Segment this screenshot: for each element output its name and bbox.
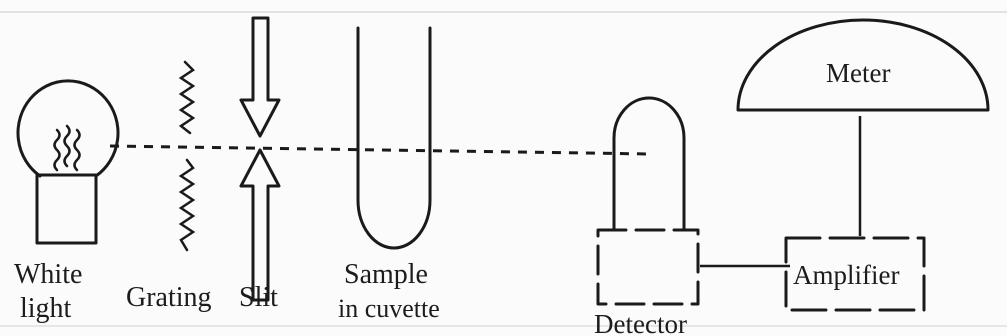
label-white-light-line1: White xyxy=(14,259,82,290)
label-slit: Slit xyxy=(239,282,278,313)
grating-zigzag-lower xyxy=(178,158,196,252)
bulb-base xyxy=(35,173,98,245)
meter-dome xyxy=(736,18,990,112)
detector xyxy=(596,96,700,306)
label-sample-line1: Sample xyxy=(344,259,428,290)
detector-box xyxy=(596,228,700,306)
bulb-glass xyxy=(16,79,120,178)
label-grating: Grating xyxy=(126,282,212,313)
filament-2 xyxy=(63,124,71,168)
slit xyxy=(239,16,281,302)
label-sample-line2: in cuvette xyxy=(338,294,440,323)
detector-dome xyxy=(612,96,686,232)
filament-1 xyxy=(53,128,61,172)
light-beam-dashed xyxy=(109,144,651,156)
grating xyxy=(178,60,196,252)
grating-zigzag-upper xyxy=(178,60,196,135)
label-meter: Meter xyxy=(826,58,890,88)
amplifier-box xyxy=(784,236,926,312)
filament-3 xyxy=(73,128,81,172)
label-amplifier: Amplifier xyxy=(793,260,899,290)
label-detector: Detector xyxy=(594,309,687,336)
light-bulb xyxy=(16,79,120,245)
slit-arrow-top xyxy=(239,16,281,138)
label-white-light-line2: light xyxy=(20,293,72,324)
slit-arrow-bottom xyxy=(239,148,281,302)
cuvette xyxy=(356,26,432,250)
